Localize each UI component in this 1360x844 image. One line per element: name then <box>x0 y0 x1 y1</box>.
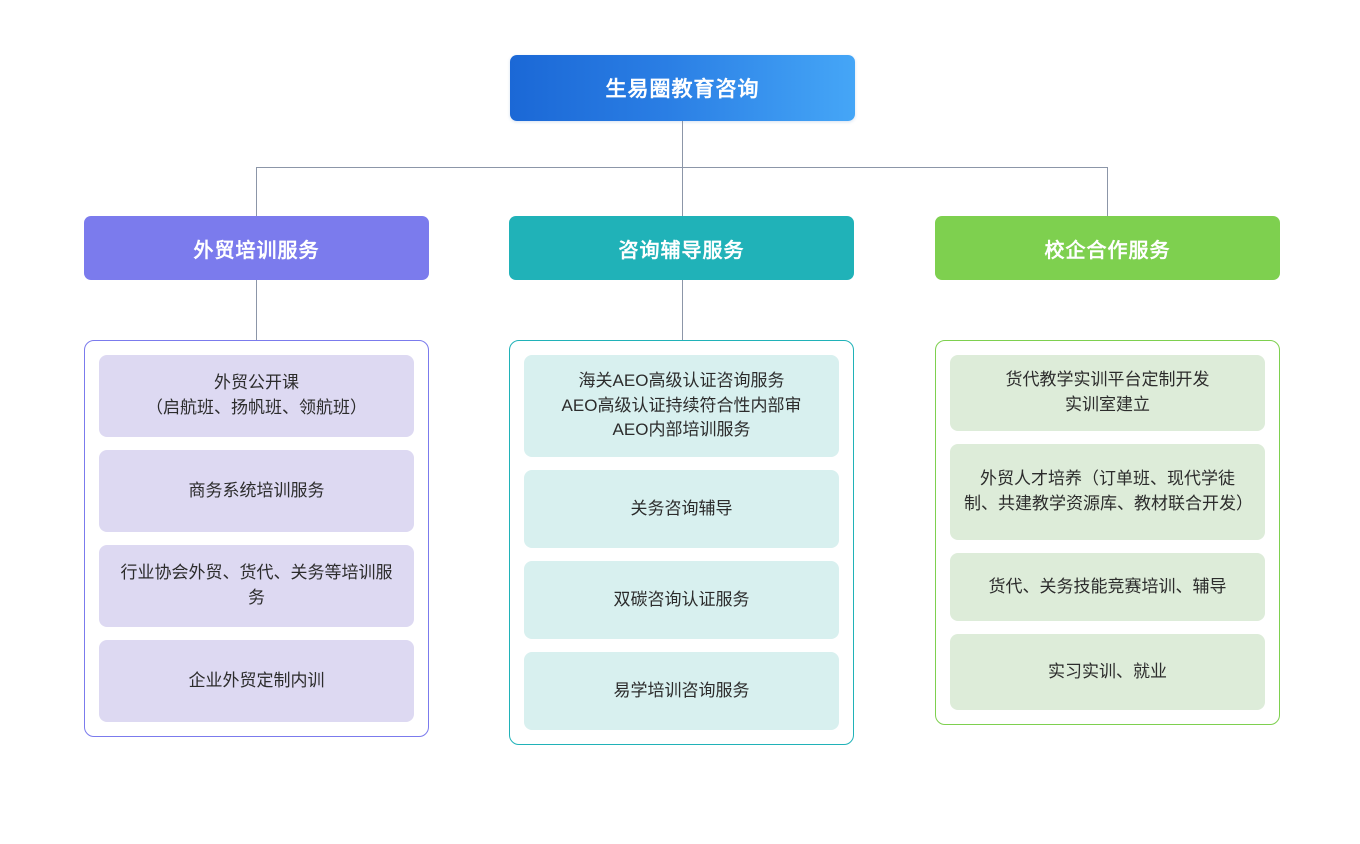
service-card[interactable]: 商务系统培训服务 <box>99 450 414 532</box>
branch-header-school-enterprise-label: 校企合作服务 <box>1044 239 1171 262</box>
branch-panel-school-enterprise: 货代教学实训平台定制开发 实训室建立 外贸人才培养（订单班、现代学徒制、共建教学… <box>935 340 1280 725</box>
service-card[interactable]: 海关AEO高级认证咨询服务 AEO高级认证持续符合性内部审 AEO内部培训服务 <box>524 355 839 457</box>
branch-column-training: 外贸培训服务 外贸公开课 （启航班、扬帆班、领航班） 商务系统培训服务 行业协会… <box>84 216 429 737</box>
branch-column-school-enterprise: 校企合作服务 货代教学实训平台定制开发 实训室建立 外贸人才培养（订单班、现代学… <box>935 216 1280 725</box>
branch-header-training-label: 外贸培训服务 <box>193 239 320 262</box>
root-node[interactable]: 生易圈教育咨询 <box>510 55 855 121</box>
service-card[interactable]: 关务咨询辅导 <box>524 470 839 548</box>
service-card[interactable]: 实习实训、就业 <box>950 634 1265 710</box>
connector-bus-to-branch-1 <box>256 167 257 216</box>
connector-root-stem <box>682 121 683 167</box>
branch-header-school-enterprise[interactable]: 校企合作服务 <box>935 216 1280 280</box>
service-card[interactable]: 易学培训咨询服务 <box>524 652 839 730</box>
service-card[interactable]: 货代教学实训平台定制开发 实训室建立 <box>950 355 1265 431</box>
branch-column-consulting: 咨询辅导服务 海关AEO高级认证咨询服务 AEO高级认证持续符合性内部审 AEO… <box>509 216 854 745</box>
root-node-label: 生易圈教育咨询 <box>605 78 760 101</box>
branch-panel-training: 外贸公开课 （启航班、扬帆班、领航班） 商务系统培训服务 行业协会外贸、货代、关… <box>84 340 429 737</box>
branch-header-consulting-label: 咨询辅导服务 <box>618 239 745 262</box>
connector-bus-to-branch-3 <box>1107 167 1108 216</box>
service-card[interactable]: 外贸公开课 （启航班、扬帆班、领航班） <box>99 355 414 437</box>
connector-branch-2-to-panel <box>682 280 683 341</box>
branch-panel-consulting: 海关AEO高级认证咨询服务 AEO高级认证持续符合性内部审 AEO内部培训服务 … <box>509 340 854 745</box>
connector-bus-to-branch-2 <box>682 167 683 216</box>
branch-header-training[interactable]: 外贸培训服务 <box>84 216 429 280</box>
service-card[interactable]: 企业外贸定制内训 <box>99 640 414 722</box>
service-card[interactable]: 货代、关务技能竞赛培训、辅导 <box>950 553 1265 621</box>
branch-header-consulting[interactable]: 咨询辅导服务 <box>509 216 854 280</box>
service-card[interactable]: 外贸人才培养（订单班、现代学徒制、共建教学资源库、教材联合开发） <box>950 444 1265 540</box>
service-card[interactable]: 双碳咨询认证服务 <box>524 561 839 639</box>
service-card[interactable]: 行业协会外贸、货代、关务等培训服务 <box>99 545 414 627</box>
connector-branch-1-to-panel <box>256 280 257 341</box>
